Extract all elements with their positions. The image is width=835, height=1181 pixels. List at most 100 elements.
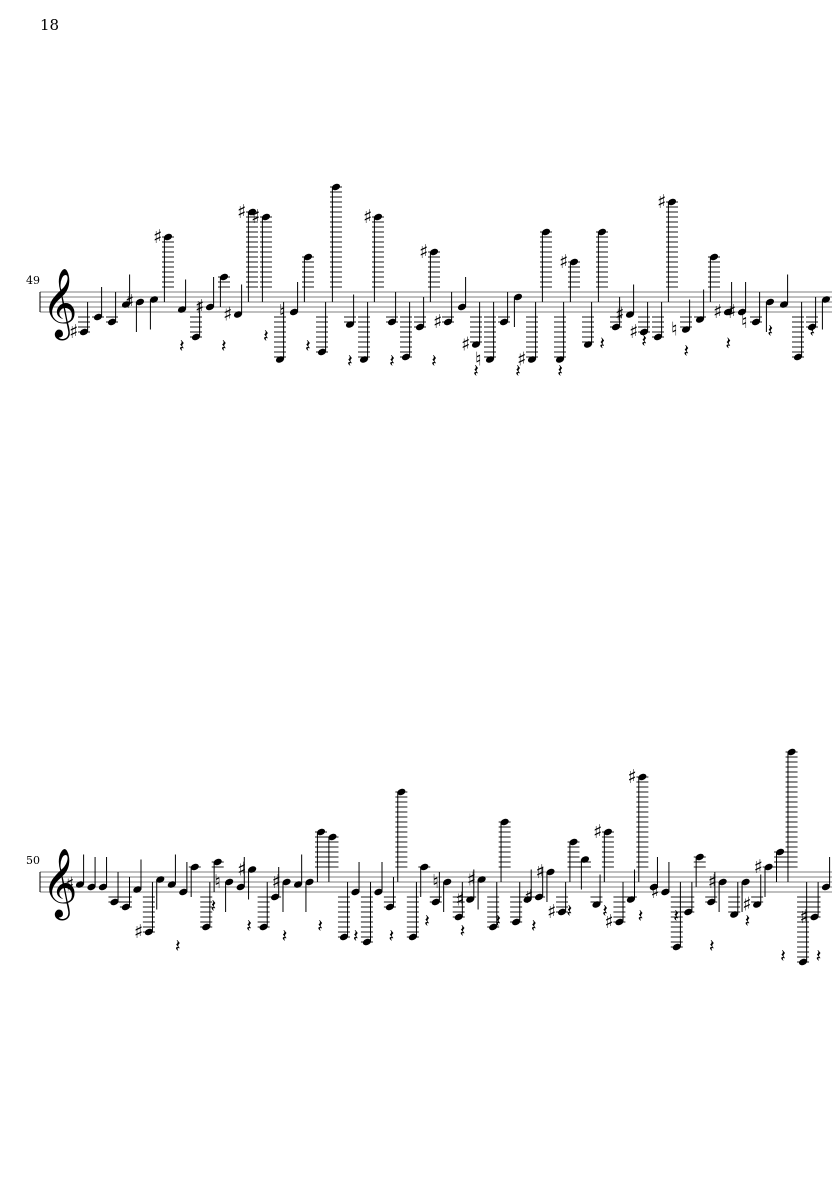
sharp-accidental: ♯ bbox=[455, 889, 464, 911]
quarter-rest: 𝄽 bbox=[745, 911, 751, 932]
quarter-rest: 𝄽 bbox=[531, 916, 537, 937]
quarter-rest: 𝄽 bbox=[389, 351, 395, 372]
notehead bbox=[557, 908, 567, 916]
notehead bbox=[597, 228, 607, 236]
quarter-rest: 𝄽 bbox=[353, 926, 359, 947]
notehead bbox=[764, 863, 773, 871]
notehead bbox=[282, 878, 291, 886]
notehead bbox=[695, 316, 705, 323]
notehead bbox=[667, 198, 677, 206]
sharp-accidental: ♯ bbox=[650, 881, 659, 903]
natural-accidental: ♮ bbox=[475, 349, 482, 371]
natural-accidental: ♮ bbox=[279, 301, 286, 323]
sharp-accidental: ♯ bbox=[536, 861, 545, 883]
notehead bbox=[615, 918, 624, 926]
notehead bbox=[233, 311, 243, 318]
notehead bbox=[225, 878, 234, 886]
notehead bbox=[821, 883, 831, 891]
quarter-rest: 𝄽 bbox=[246, 916, 252, 937]
sharp-accidental: ♯ bbox=[800, 906, 809, 928]
notehead bbox=[611, 323, 621, 331]
sharp-accidental: ♯ bbox=[713, 301, 722, 323]
quarter-rest: 𝄽 bbox=[673, 906, 679, 927]
quarter-rest: 𝄽 bbox=[816, 946, 822, 967]
notehead bbox=[471, 341, 481, 348]
notehead bbox=[205, 303, 215, 311]
notehead bbox=[485, 356, 495, 363]
notehead bbox=[135, 298, 145, 306]
notehead bbox=[429, 248, 439, 256]
sharp-accidental: ♯ bbox=[237, 859, 246, 881]
quarter-rest: 𝄽 bbox=[263, 326, 269, 347]
sharp-accidental: ♯ bbox=[524, 886, 533, 908]
notehead bbox=[431, 898, 440, 906]
notehead bbox=[718, 878, 727, 886]
notehead bbox=[75, 881, 85, 888]
notehead bbox=[87, 883, 96, 891]
notehead bbox=[289, 308, 299, 316]
notehead bbox=[454, 913, 463, 921]
notehead bbox=[271, 893, 280, 901]
quarter-rest: 𝄽 bbox=[473, 361, 479, 382]
sharp-accidental: ♯ bbox=[517, 349, 526, 371]
treble-clef: 𝄞 bbox=[42, 848, 77, 920]
notehead bbox=[741, 878, 750, 886]
notehead bbox=[523, 896, 532, 903]
quarter-rest: 𝄽 bbox=[431, 351, 437, 372]
quarter-rest: 𝄽 bbox=[567, 901, 573, 922]
notehead bbox=[339, 933, 349, 941]
notehead bbox=[737, 308, 747, 316]
notehead bbox=[121, 301, 131, 308]
sharp-accidental: ♯ bbox=[433, 311, 442, 333]
measure-number: 50 bbox=[26, 854, 40, 867]
notehead bbox=[191, 333, 201, 341]
notehead bbox=[569, 258, 579, 266]
sharp-accidental: ♯ bbox=[629, 321, 638, 343]
sharp-accidental: ♯ bbox=[742, 894, 751, 916]
notehead bbox=[110, 898, 119, 906]
sharp-accidental: ♯ bbox=[754, 856, 763, 878]
notehead bbox=[638, 773, 647, 781]
natural-accidental: ♮ bbox=[741, 311, 748, 333]
notehead bbox=[709, 253, 719, 261]
notehead bbox=[144, 928, 153, 936]
notehead bbox=[374, 888, 383, 896]
sharp-accidental: ♯ bbox=[657, 191, 666, 213]
quarter-rest: 𝄽 bbox=[221, 336, 227, 357]
sharp-accidental: ♯ bbox=[65, 874, 74, 896]
notehead bbox=[639, 328, 649, 336]
sharp-accidental: ♯ bbox=[615, 304, 624, 326]
system-1: 49𝄞♯♯♯♯♯♯♯♮♯♯♯♯♮♯♯♯♯♯♮♯♯♮𝄽𝄽𝄽𝄽𝄽𝄽𝄽𝄽𝄽𝄽𝄽𝄽𝄽𝄽𝄽… bbox=[26, 183, 832, 382]
notehead bbox=[156, 876, 165, 883]
notehead bbox=[443, 878, 452, 886]
sharp-accidental: ♯ bbox=[547, 901, 556, 923]
notehead bbox=[397, 788, 406, 796]
notehead bbox=[776, 848, 785, 856]
quarter-rest: 𝄽 bbox=[780, 946, 786, 967]
notehead bbox=[787, 748, 796, 756]
quarter-rest: 𝄽 bbox=[557, 361, 563, 382]
notehead bbox=[821, 296, 831, 303]
sharp-accidental: ♯ bbox=[708, 871, 717, 893]
notehead bbox=[798, 958, 808, 966]
notehead bbox=[779, 301, 789, 308]
notehead bbox=[625, 311, 635, 318]
quarter-rest: 𝄽 bbox=[683, 341, 689, 362]
notehead bbox=[707, 898, 716, 906]
notehead bbox=[362, 938, 371, 946]
notehead bbox=[202, 923, 211, 931]
notehead bbox=[580, 856, 590, 863]
notehead bbox=[303, 253, 313, 261]
notehead bbox=[385, 903, 394, 911]
notehead bbox=[415, 323, 425, 331]
notehead bbox=[807, 323, 817, 331]
notehead bbox=[93, 313, 103, 321]
notehead bbox=[401, 353, 411, 361]
quarter-rest: 𝄽 bbox=[347, 351, 353, 372]
sharp-accidental: ♯ bbox=[272, 871, 281, 893]
notehead bbox=[79, 328, 89, 336]
notehead bbox=[793, 353, 803, 361]
notehead bbox=[149, 296, 159, 303]
sharp-accidental: ♯ bbox=[461, 334, 470, 356]
